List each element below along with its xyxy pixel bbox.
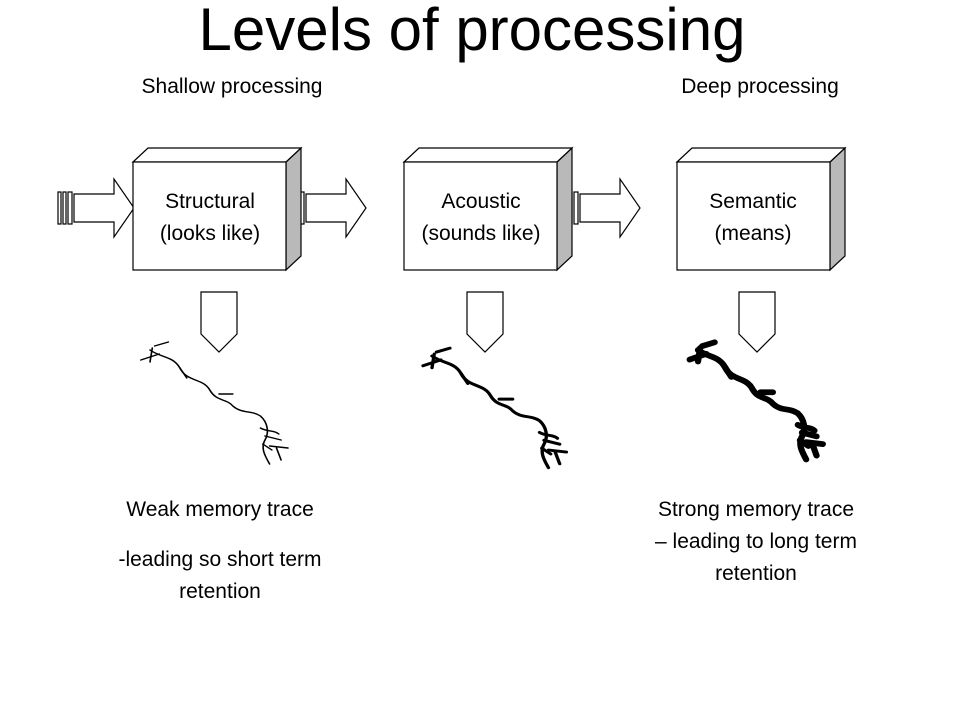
weak-trace-description: -leading so short term retention [118,548,322,603]
stage-box-semantic: Semantic (means) [675,146,847,272]
weak-memory-trace-icon [139,341,289,465]
down-arrow-acoustic [466,291,504,353]
strong-memory-trace-icon [690,342,823,459]
shallow-processing-label: Shallow processing [141,75,323,98]
deep-processing-label: Deep processing [681,75,839,98]
stage-structural-name: Structural [165,190,255,213]
stage-semantic-desc: (means) [714,222,791,245]
stage-box-structural: Structural (looks like) [131,146,303,272]
stage-box-acoustic: Acoustic (sounds like) [402,146,574,272]
medium-memory-trace-icon [421,346,569,470]
stage-semantic-name: Semantic [709,190,797,213]
stage-acoustic-desc: (sounds like) [421,222,540,245]
stage-acoustic-name: Acoustic [441,190,520,213]
strong-trace-description: Strong memory trace – leading to long te… [655,498,857,585]
stage-structural-desc: (looks like) [160,222,260,245]
down-arrow-structural [200,291,238,353]
input-arrow [57,178,135,238]
slide-title: Levels of processing [198,0,746,63]
down-arrow-semantic [738,291,776,353]
weak-trace-title: Weak memory trace [126,498,314,521]
arrow-acoustic-to-semantic [563,178,641,238]
